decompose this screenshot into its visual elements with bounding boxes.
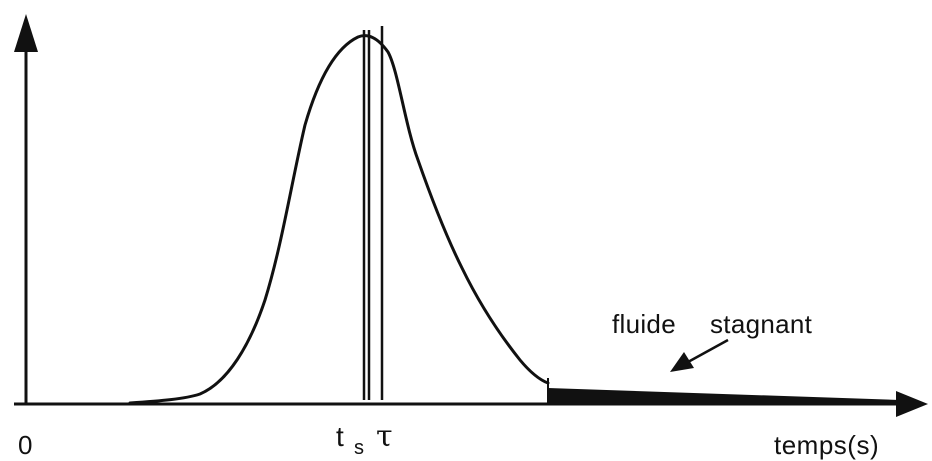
x-axis-label: temps(s) (774, 430, 879, 460)
origin-label: 0 (18, 430, 32, 460)
ts-label-main: t (336, 421, 344, 452)
annotation-word-fluide: fluide (612, 309, 676, 339)
annotation-arrow-shaft (687, 338, 729, 364)
annotation-word-stagnant: stagnant (710, 309, 813, 339)
distribution-curve (128, 34, 550, 405)
tau-label: τ (376, 419, 393, 454)
x-axis-arrowhead (896, 391, 928, 417)
ts-label-subscript: s (354, 437, 364, 459)
y-axis-arrowhead (14, 14, 38, 52)
annotation-arrowhead (670, 352, 694, 372)
stagnant-tail (548, 388, 900, 405)
